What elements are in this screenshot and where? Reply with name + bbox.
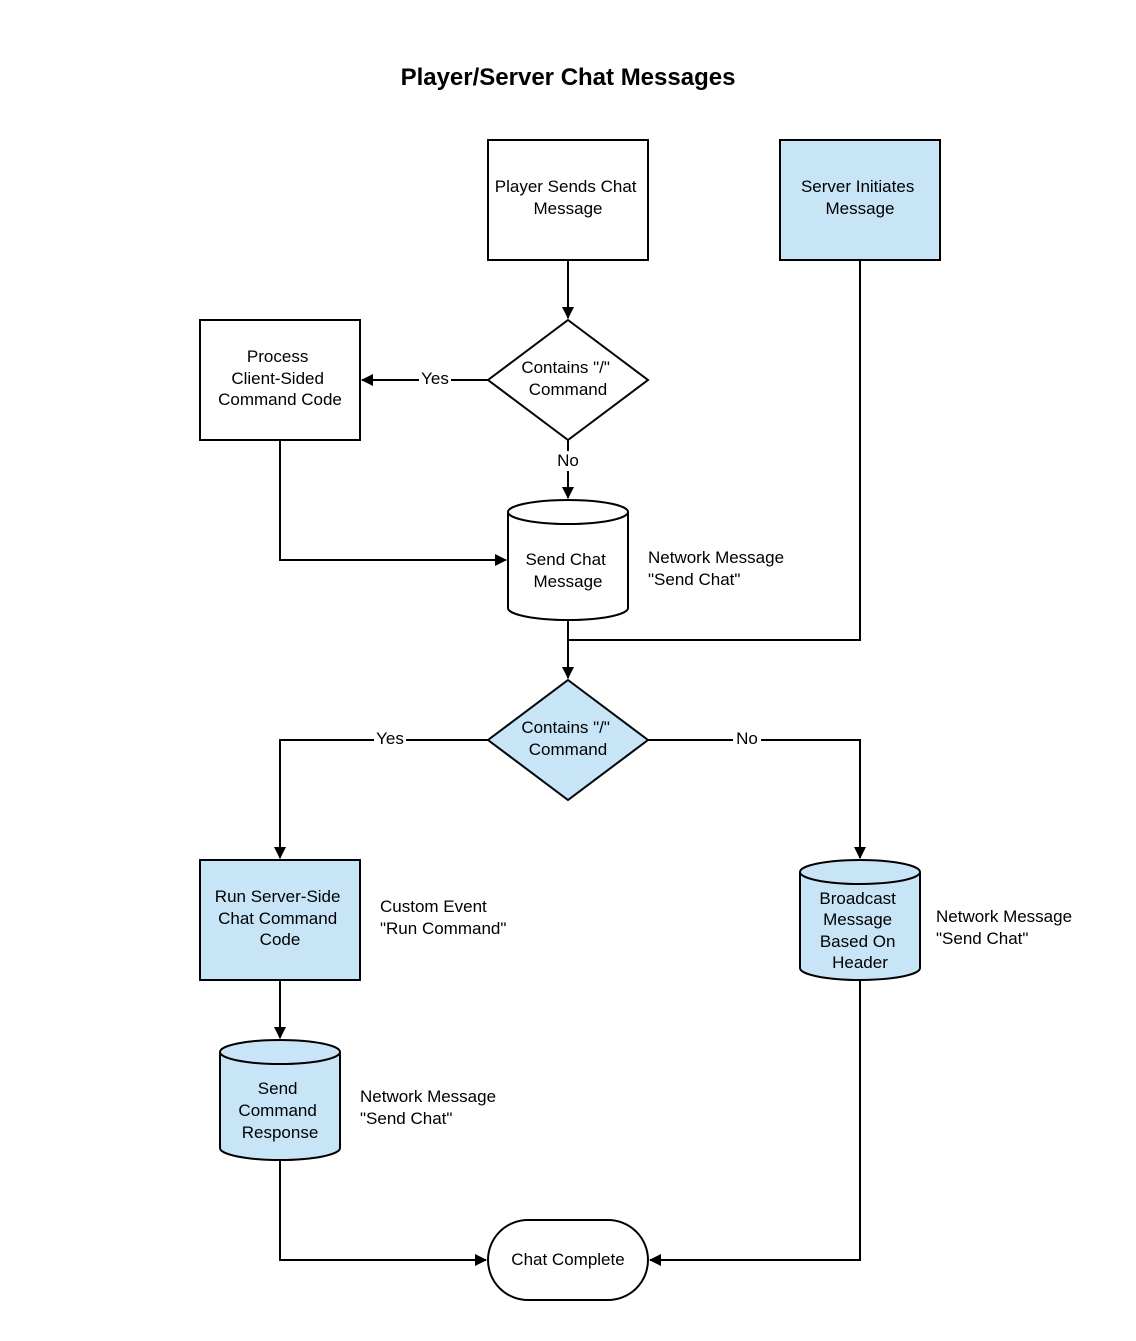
svg-text:Send Chat Message: Send Chat Message	[525, 550, 610, 591]
node-line: Message	[534, 199, 603, 218]
node-line: Message	[534, 572, 603, 591]
node-chat-complete: Chat Complete	[487, 1219, 649, 1301]
node-line: Based On	[820, 932, 896, 951]
svg-text:Contains "/" Command: Contains "/" Command	[521, 358, 614, 399]
edge-server-decision-yes	[274, 739, 488, 859]
edge-label-server-no: No	[736, 729, 758, 748]
node-line: Command	[529, 740, 607, 759]
svg-text:Server Initiates Message: Server Initiates Message	[801, 177, 919, 218]
node-line: Chat Command	[218, 909, 337, 928]
edge-broadcast-to-complete	[649, 980, 861, 1266]
annotation-broadcast: Network Message "Send Chat"	[936, 907, 1077, 948]
svg-text:Chat Complete: Chat Complete	[511, 1250, 624, 1269]
node-line: Command	[529, 380, 607, 399]
svg-text:Broadcast Message: Broadcast Message Based On Header	[819, 889, 900, 972]
node-client-command-decision: Contains "/" Command	[486, 318, 650, 442]
annotation-response: Network Message "Send Chat"	[360, 1087, 501, 1128]
edge-label-bg	[419, 369, 451, 389]
node-run-server-command: Run Server-Side Chat Command Code	[199, 859, 361, 981]
node-line: Response	[242, 1123, 319, 1142]
node-send-command-response: Send Command Response	[219, 1039, 341, 1161]
node-send-chat-message: Send Chat Message	[507, 499, 629, 621]
node-line: Server Initiates	[801, 177, 914, 196]
node-line: Command Code	[218, 390, 342, 409]
svg-text:Send Command Respo: Send Command Response	[238, 1079, 321, 1142]
node-line: Player Sends Chat	[495, 177, 637, 196]
node-line: Run Server-Side	[215, 887, 341, 906]
annotation-run-command: Custom Event "Run Command"	[380, 897, 506, 938]
edge-label-client-yes: Yes	[421, 369, 449, 388]
node-line: Command	[238, 1101, 316, 1120]
svg-text:Contains "/" Command: Contains "/" Command	[521, 718, 614, 759]
edge-server-decision-no	[648, 739, 866, 859]
edges	[274, 260, 866, 1266]
node-line: Send Chat	[525, 550, 606, 569]
node-server-initiates: Server Initiates Message	[779, 139, 941, 261]
edge-label-client-no: No	[557, 451, 579, 470]
node-line: Broadcast	[819, 889, 896, 908]
edge-label-bg	[554, 451, 582, 471]
node-line: Code	[260, 930, 301, 949]
edge-label-bg	[733, 729, 761, 749]
svg-text:Process Client-Sided: Process Client-Sided Command Code	[218, 347, 342, 409]
node-line: Contains "/"	[521, 358, 610, 377]
node-line: Contains "/"	[521, 718, 610, 737]
node-player-sends-chat: Player Sends Chat Message	[487, 139, 649, 261]
node-line: Chat Complete	[511, 1250, 624, 1269]
node-line: Message	[826, 199, 895, 218]
node-line: Client-Sided	[231, 369, 324, 388]
svg-text:Run Server-Side Chat Com: Run Server-Side Chat Command Code	[215, 887, 345, 949]
svg-text:Player Sends Chat Messag: Player Sends Chat Message	[495, 177, 641, 218]
edge-label-bg	[374, 729, 406, 749]
edge-response-to-complete	[279, 1160, 487, 1266]
node-line: Message	[823, 910, 892, 929]
node-process-client-command: Process Client-Sided Command Code	[199, 319, 361, 441]
node-broadcast-message: Broadcast Message Based On Header	[799, 859, 921, 981]
node-line: Header	[832, 953, 888, 972]
edge-server-to-merge	[568, 260, 861, 641]
node-line: Process	[247, 347, 308, 366]
edge-label-server-yes: Yes	[376, 729, 404, 748]
edge-process-to-send	[279, 440, 507, 566]
node-line: Send	[258, 1079, 298, 1098]
node-server-command-decision: Contains "/" Command	[486, 678, 650, 802]
annotation-send-chat: Network Message "Send Chat"	[648, 548, 789, 589]
diagram-title: Player/Server Chat Messages	[401, 64, 736, 91]
